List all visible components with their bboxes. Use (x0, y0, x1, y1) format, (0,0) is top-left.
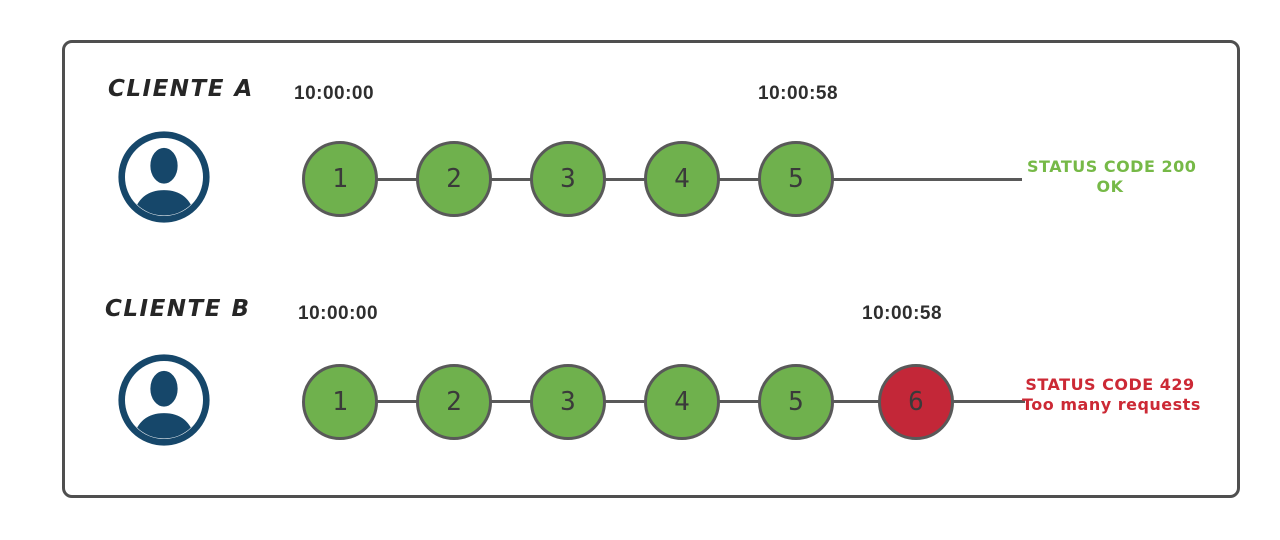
status-label-a: STATUS CODE 200 OK (1027, 157, 1197, 196)
status-message-line: Too many requests (1022, 394, 1201, 414)
client-b-label: CLIENTE B (105, 296, 251, 322)
request-node: 2 (416, 141, 492, 217)
timestamp-end-b: 10:00:58 (862, 303, 943, 324)
request-node: 4 (644, 364, 720, 440)
request-node-blocked: 6 (878, 364, 954, 440)
request-node: 4 (644, 141, 720, 217)
request-node: 1 (302, 141, 378, 217)
request-node: 5 (758, 141, 834, 217)
timestamp-start-a: 10:00:00 (294, 83, 375, 104)
request-node: 3 (530, 364, 606, 440)
status-message-line: OK (1096, 176, 1124, 196)
status-label-b: STATUS CODE 429 Too many requests (1022, 375, 1201, 414)
timestamp-end-a: 10:00:58 (758, 83, 839, 104)
request-node: 1 (302, 364, 378, 440)
timestamp-start-b: 10:00:00 (298, 303, 379, 324)
status-code-line: STATUS CODE 200 (1027, 157, 1197, 176)
status-code-line: STATUS CODE 429 (1025, 375, 1195, 394)
request-node: 5 (758, 364, 834, 440)
diagram-frame (62, 40, 1240, 498)
request-node: 2 (416, 364, 492, 440)
user-avatar-icon (118, 131, 210, 223)
user-avatar-icon (118, 354, 210, 446)
request-node: 3 (530, 141, 606, 217)
client-a-label: CLIENTE A (108, 76, 254, 102)
